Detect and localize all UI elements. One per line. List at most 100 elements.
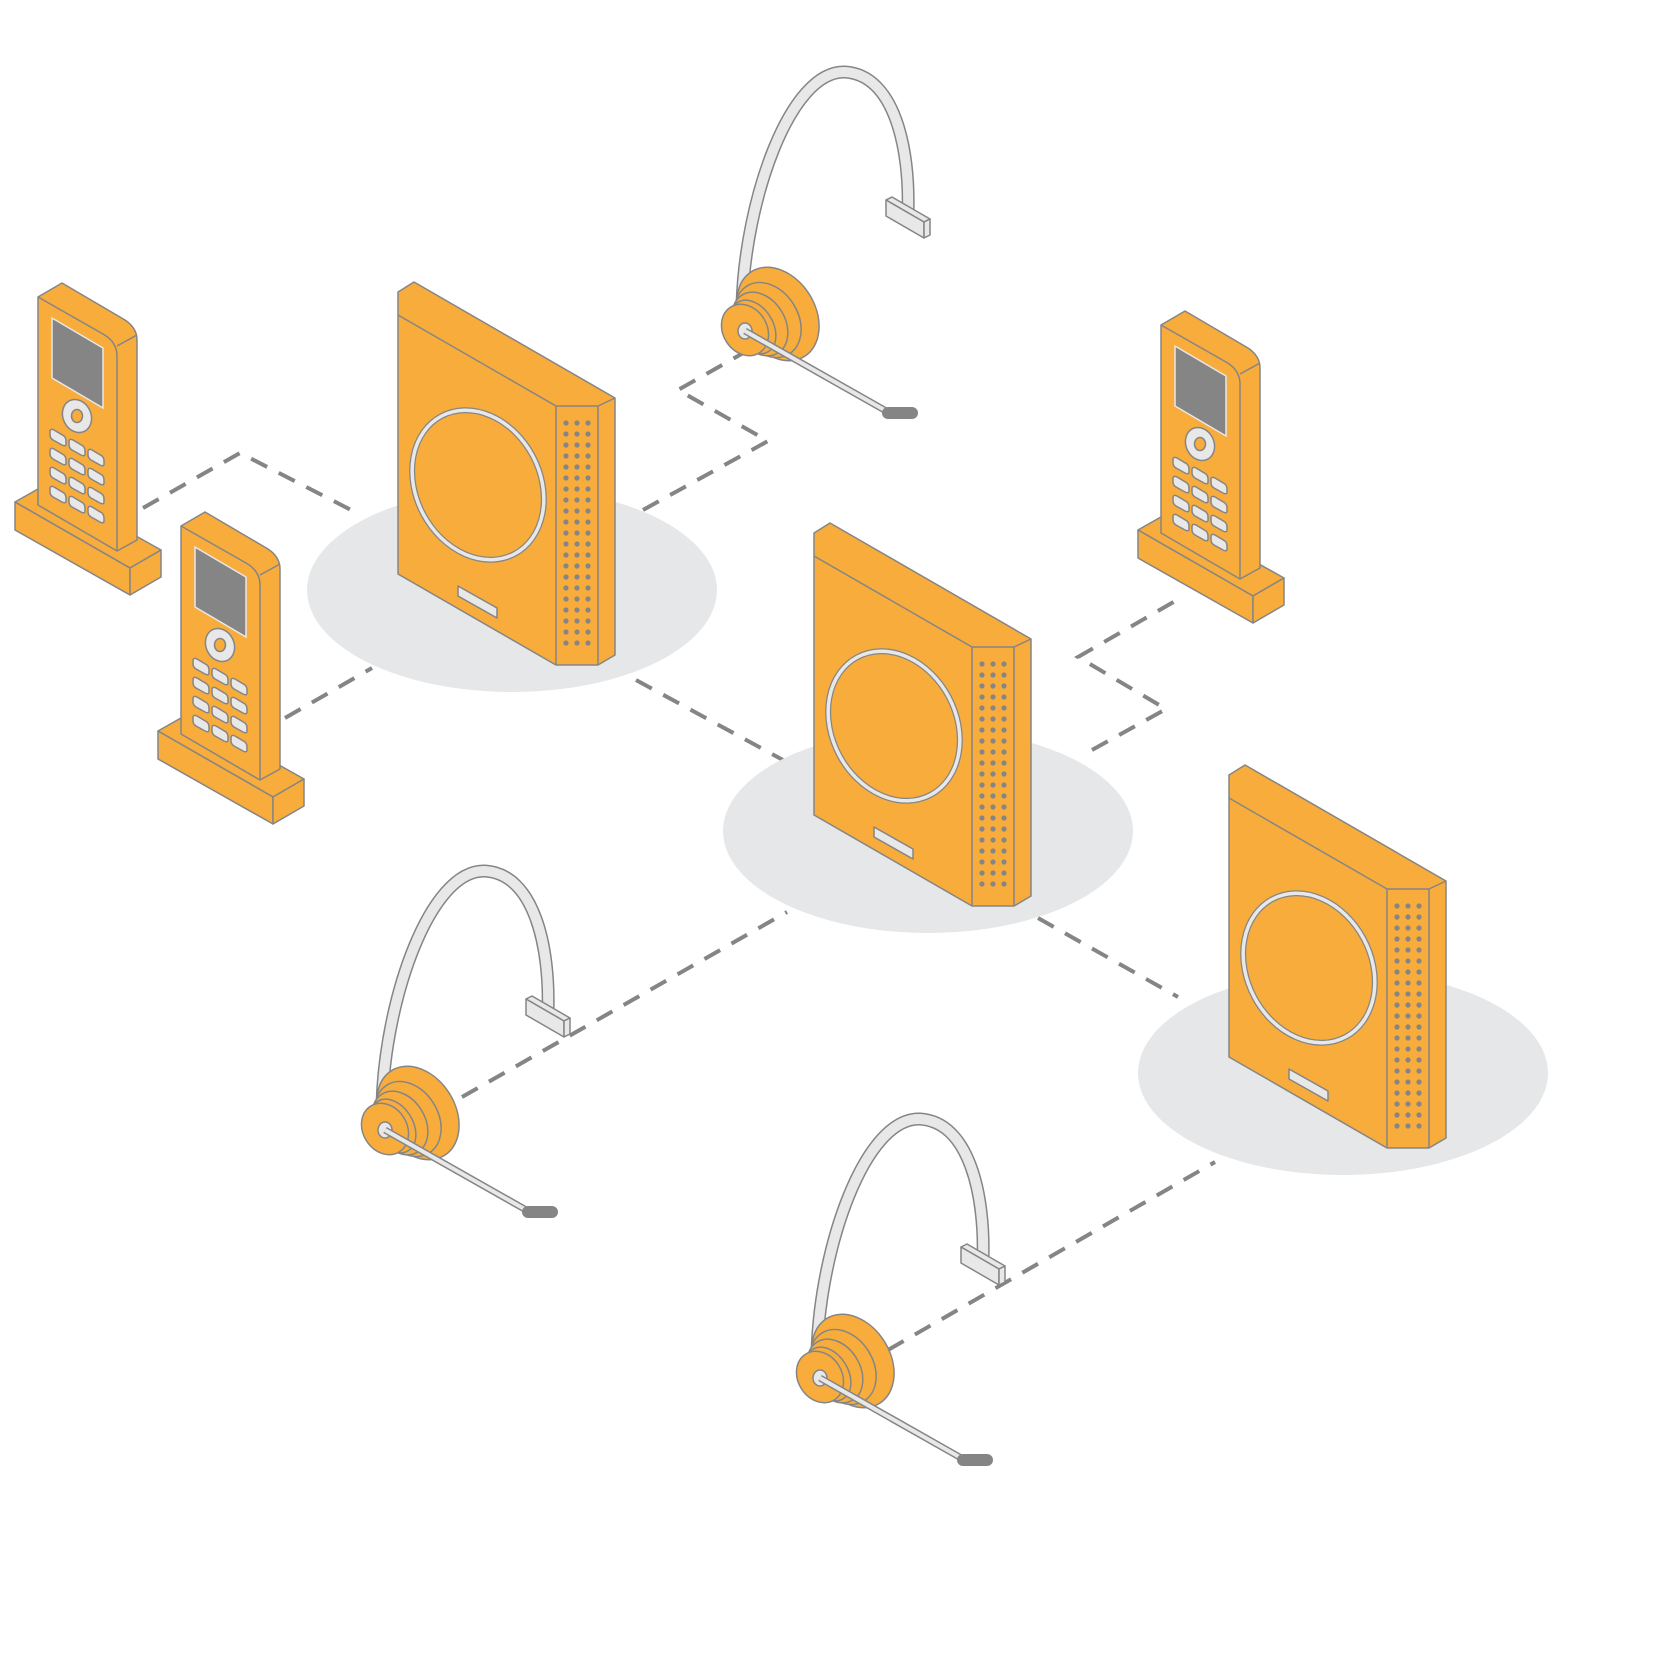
base-station-icon bbox=[1228, 764, 1447, 1149]
speaker-dot bbox=[1001, 771, 1007, 777]
speaker-dot bbox=[1405, 1101, 1411, 1107]
speaker-dot bbox=[563, 497, 569, 503]
speaker-dot bbox=[585, 640, 591, 646]
speaker-dot bbox=[990, 661, 996, 667]
keypad-key bbox=[87, 505, 105, 524]
mic-boom bbox=[819, 1376, 964, 1461]
speaker-dot bbox=[574, 453, 580, 459]
keypad-key bbox=[230, 677, 248, 696]
speaker-dot bbox=[1394, 1090, 1400, 1096]
mic-boom bbox=[744, 329, 889, 414]
speaker-dot bbox=[1394, 980, 1400, 986]
speaker-dot bbox=[1001, 705, 1007, 711]
speaker-dot bbox=[1001, 804, 1007, 810]
speaker-dot bbox=[979, 672, 985, 678]
keypad-key bbox=[1210, 533, 1228, 552]
speaker-dot bbox=[1405, 1090, 1411, 1096]
speaker-dot bbox=[979, 683, 985, 689]
handset-screen bbox=[51, 316, 104, 410]
speaker-dot bbox=[1405, 1046, 1411, 1052]
nav-center bbox=[213, 637, 227, 653]
speaker-dot bbox=[990, 793, 996, 799]
speaker-dot bbox=[1394, 1101, 1400, 1107]
keypad-key bbox=[49, 485, 67, 504]
speaker-dot bbox=[1405, 991, 1411, 997]
base-station-slot bbox=[1288, 1068, 1329, 1102]
speaker-dot bbox=[979, 694, 985, 700]
headband bbox=[377, 865, 554, 1105]
speaker-dot bbox=[990, 826, 996, 832]
speaker-dot bbox=[979, 727, 985, 733]
speaker-dot bbox=[574, 497, 580, 503]
speaker-dot bbox=[1405, 1057, 1411, 1063]
speaker-dot bbox=[574, 486, 580, 492]
speaker-dot bbox=[979, 859, 985, 865]
speaker-dot bbox=[1405, 969, 1411, 975]
base-station-slot bbox=[457, 585, 498, 619]
speaker-dot bbox=[563, 530, 569, 536]
speaker-dot bbox=[1001, 881, 1007, 887]
speaker-dot bbox=[1405, 925, 1411, 931]
speaker-dot bbox=[574, 585, 580, 591]
speaker-dot bbox=[979, 782, 985, 788]
keypad-key bbox=[68, 495, 86, 514]
speaker-dot bbox=[1416, 903, 1422, 909]
speaker-dot bbox=[1394, 914, 1400, 920]
nav-center bbox=[70, 408, 84, 424]
dashed-connection-line bbox=[1074, 598, 1178, 752]
speaker-dot bbox=[990, 782, 996, 788]
speaker-dot bbox=[1001, 727, 1007, 733]
dashed-connection-line bbox=[635, 678, 784, 762]
keypad-key bbox=[211, 667, 229, 686]
speaker-dot bbox=[1416, 1068, 1422, 1074]
speaker-dot bbox=[1416, 925, 1422, 931]
cordless-handset-icon bbox=[14, 282, 162, 596]
speaker-dot bbox=[1416, 1090, 1422, 1096]
base-station-slot bbox=[873, 826, 914, 860]
speaker-dot bbox=[1001, 694, 1007, 700]
speaker-dot bbox=[574, 552, 580, 558]
speaker-dot bbox=[563, 464, 569, 470]
speaker-dot bbox=[574, 431, 580, 437]
speaker-dot bbox=[1001, 859, 1007, 865]
speaker-dot bbox=[585, 442, 591, 448]
keypad-key bbox=[230, 696, 248, 715]
speaker-dot bbox=[990, 716, 996, 722]
speaker-dot bbox=[1416, 1101, 1422, 1107]
speaker-dot bbox=[1405, 1002, 1411, 1008]
speaker-dot bbox=[1001, 672, 1007, 678]
speaker-dot bbox=[574, 464, 580, 470]
speaker-dot bbox=[979, 705, 985, 711]
speaker-dot bbox=[1001, 738, 1007, 744]
headband-clip-side bbox=[563, 1017, 571, 1038]
keypad-key bbox=[192, 657, 210, 676]
base-station-icon bbox=[813, 522, 1032, 907]
handset-edge bbox=[1239, 362, 1261, 375]
speaker-dot bbox=[1394, 1057, 1400, 1063]
headband bbox=[737, 66, 914, 306]
cordless-handset-icon bbox=[1137, 310, 1285, 624]
speaker-dot bbox=[574, 629, 580, 635]
speaker-dot bbox=[585, 464, 591, 470]
wireless-headset-icon bbox=[360, 864, 571, 1218]
speaker-dot bbox=[990, 870, 996, 876]
speaker-dot bbox=[585, 574, 591, 580]
speaker-dot bbox=[1001, 716, 1007, 722]
speaker-dot bbox=[979, 826, 985, 832]
speaker-dot bbox=[585, 420, 591, 426]
speaker-dot bbox=[990, 848, 996, 854]
dashed-connection-line bbox=[1037, 916, 1179, 999]
speaker-dot bbox=[585, 508, 591, 514]
speaker-dot bbox=[1394, 1046, 1400, 1052]
base-station-ring bbox=[826, 649, 962, 803]
speaker-dot bbox=[990, 727, 996, 733]
speaker-dot bbox=[990, 815, 996, 821]
speaker-dot bbox=[990, 859, 996, 865]
speaker-dot bbox=[1416, 936, 1422, 942]
speaker-dot bbox=[585, 519, 591, 525]
speaker-dot bbox=[990, 672, 996, 678]
speaker-dot bbox=[1405, 914, 1411, 920]
speaker-dot bbox=[574, 508, 580, 514]
speaker-dot bbox=[585, 530, 591, 536]
headband-clip-side bbox=[998, 1265, 1006, 1286]
